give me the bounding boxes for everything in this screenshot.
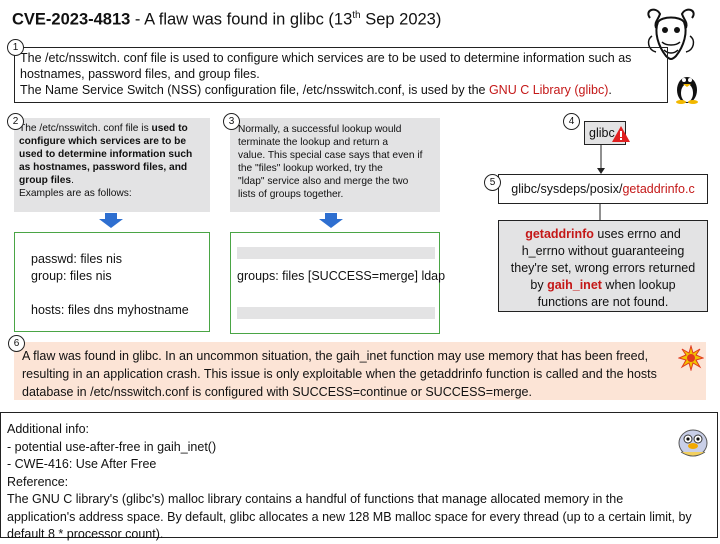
getaddrinfo-func: getaddrinfo bbox=[525, 227, 594, 241]
page-title: CVE-2023-4813 - A flaw was found in glib… bbox=[12, 10, 441, 30]
merge-line-1: Normally, a successful lookup would bbox=[238, 123, 432, 136]
desc-line-3-bold: used to determine information such bbox=[19, 149, 192, 160]
cve-id: CVE-2023-4813 bbox=[12, 11, 130, 29]
additional-info-box: Additional info: - potential use-after-f… bbox=[0, 412, 718, 538]
desc-line-3: used to determine information such bbox=[19, 148, 205, 161]
desc-line-5-tail: . bbox=[71, 175, 74, 186]
overview-line-3: The Name Service Switch (NSS) configurat… bbox=[20, 82, 662, 98]
bug-line-4-tail: when lookup bbox=[602, 278, 676, 292]
overview-line-2: hostnames, password files, and group fil… bbox=[20, 66, 662, 82]
info-line-7: default 8 * processor count). bbox=[7, 526, 711, 544]
merge-line-5: "ldap" service also and merge the two bbox=[238, 175, 432, 188]
file-path-text: glibc/sysdeps/posix/ bbox=[511, 182, 622, 196]
groups-merge-example-box: groups: files [SUCCESS=merge] ldap bbox=[230, 232, 440, 334]
merge-line-3: value. This special case says that even … bbox=[238, 149, 432, 162]
title-tail: Sep 2023) bbox=[361, 11, 442, 29]
desc-line-4: as hostnames, password files, and bbox=[19, 161, 205, 174]
info-line-2: - potential use-after-free in gaih_inet(… bbox=[7, 439, 711, 457]
down-arrow-icon bbox=[318, 213, 344, 229]
example-spacer bbox=[31, 285, 193, 302]
desc-line-2-bold: configure which services are to be bbox=[19, 136, 186, 147]
flaw-line-2: resulting in an application crash. This … bbox=[22, 365, 698, 383]
getaddrinfo-file-box: glibc/sysdeps/posix/getaddrinfo.c bbox=[498, 174, 708, 204]
bug-line-1-text: uses errno and bbox=[594, 227, 681, 241]
bug-line-5: functions are not found. bbox=[503, 294, 703, 311]
bug-line-4: by gaih_inet when lookup bbox=[503, 277, 703, 294]
step-number-1: 1 bbox=[7, 39, 24, 56]
glibc-link-text: GNU C Library (glibc) bbox=[489, 83, 608, 97]
explosion-icon bbox=[678, 345, 704, 371]
desc-line-1: The /etc/nsswitch. conf file is used to bbox=[19, 122, 205, 135]
gaih-inet-func: gaih_inet bbox=[547, 278, 602, 292]
redacted-line-bottom bbox=[237, 307, 435, 319]
info-line-1: Additional info: bbox=[7, 421, 711, 439]
merge-line-6: lists of groups together. bbox=[238, 188, 432, 201]
tux-penguin-icon bbox=[674, 72, 700, 104]
flaw-summary-box: A flaw was found in glibc. In an uncommo… bbox=[14, 342, 706, 400]
bug-line-4-text: by bbox=[530, 278, 547, 292]
desc-line-1-text: The /etc/nsswitch. conf file is bbox=[19, 123, 152, 134]
step-number-2: 2 bbox=[7, 113, 24, 130]
down-arrow-icon bbox=[98, 213, 124, 229]
desc-line-2: configure which services are to be bbox=[19, 135, 205, 148]
desc-line-5-bold: group files bbox=[19, 175, 71, 186]
info-line-5: The GNU C library's (glibc's) malloc lib… bbox=[7, 491, 711, 509]
penguin-mascot-icon bbox=[676, 424, 710, 458]
step-number-4: 4 bbox=[563, 113, 580, 130]
overview-line-3-text: The Name Service Switch (NSS) configurat… bbox=[20, 83, 489, 97]
overview-line-3-tail: . bbox=[608, 83, 611, 97]
example-passwd: passwd: files nis bbox=[31, 251, 193, 268]
connector-line bbox=[597, 204, 603, 220]
info-line-6: application's address space. By default,… bbox=[7, 509, 711, 527]
desc-line-1-bold: used to bbox=[152, 123, 188, 134]
title-text: - A flaw was found in glibc (13 bbox=[130, 11, 352, 29]
example-hosts: hosts: files dns myhostname bbox=[31, 302, 193, 319]
connector-arrow bbox=[595, 145, 607, 175]
warning-icon bbox=[611, 125, 631, 143]
bug-line-3: they're set, wrong errors returned bbox=[503, 260, 703, 277]
overview-line-1: The /etc/nsswitch. conf file is used to … bbox=[20, 50, 662, 66]
step-number-3: 3 bbox=[223, 113, 240, 130]
nsswitch-description-box: The /etc/nsswitch. conf file is used to … bbox=[14, 118, 210, 212]
desc-line-4-bold: as hostnames, password files, and bbox=[19, 162, 187, 173]
redacted-line-top bbox=[237, 247, 435, 259]
nsswitch-example-box: passwd: files nis group: files nis hosts… bbox=[14, 232, 210, 332]
merge-line-2: terminate the lookup and return a bbox=[238, 136, 432, 149]
file-name-text: getaddrinfo.c bbox=[622, 182, 694, 196]
success-merge-explanation-box: Normally, a successful lookup would term… bbox=[230, 118, 440, 212]
flaw-line-1: A flaw was found in glibc. In an uncommo… bbox=[22, 347, 698, 365]
groups-merge-line: groups: files [SUCCESS=merge] ldap bbox=[237, 269, 445, 283]
step-number-6: 6 bbox=[8, 335, 25, 352]
nsswitch-overview-box: The /etc/nsswitch. conf file is used to … bbox=[14, 47, 668, 103]
desc-line-6: Examples are as follows: bbox=[19, 187, 205, 200]
step-number-5: 5 bbox=[484, 174, 501, 191]
example-group: group: files nis bbox=[31, 268, 193, 285]
bug-line-1: getaddrinfo uses errno and bbox=[503, 226, 703, 243]
desc-line-5: group files. bbox=[19, 174, 205, 187]
flaw-line-3: database in /etc/nsswitch.conf is config… bbox=[22, 383, 698, 401]
info-line-4: Reference: bbox=[7, 474, 711, 492]
info-line-3: - CWE-416: Use After Free bbox=[7, 456, 711, 474]
merge-line-4: the "files" lookup worked, try the bbox=[238, 162, 432, 175]
getaddrinfo-bug-box: getaddrinfo uses errno and h_errno witho… bbox=[498, 220, 708, 312]
title-superscript: th bbox=[352, 10, 360, 21]
bug-line-2: h_errno without guaranteeing bbox=[503, 243, 703, 260]
